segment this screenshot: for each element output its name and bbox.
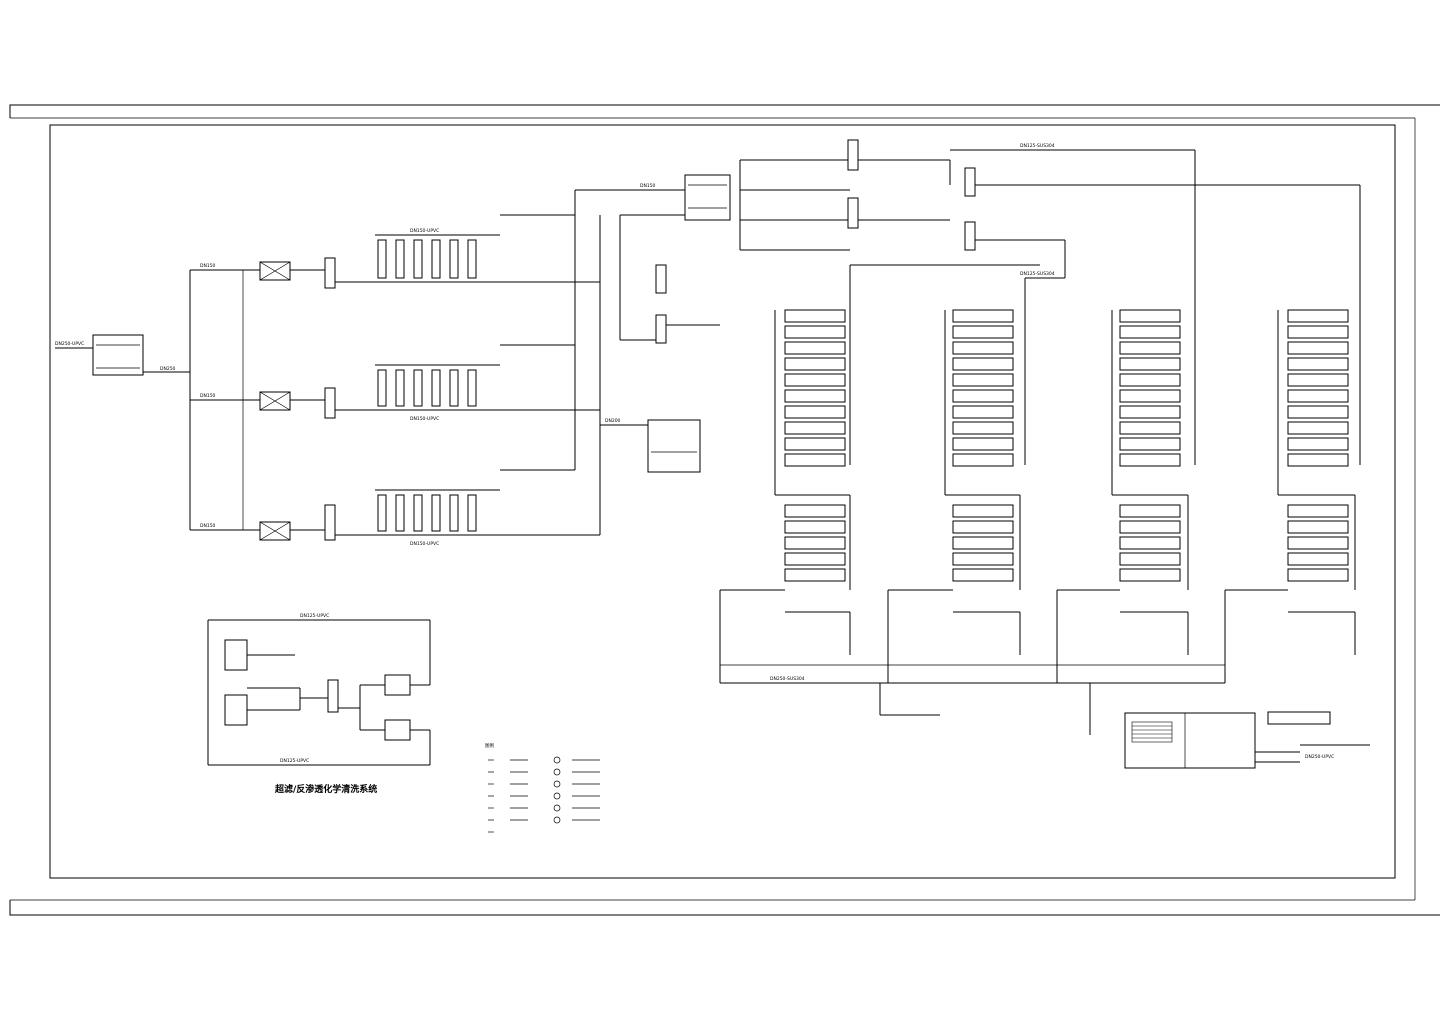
cip-bottom-label: DN125-UPVC [280,758,309,764]
cip-top-label: DN125-UPVC [300,613,329,619]
ro-supply-label: DN125-SUS304 [1020,143,1055,149]
uf1-header-label: DN150-UPVC [410,228,439,234]
product-pipe-label: DN250-UPVC [1305,754,1334,760]
uf3-header-label: DN150-UPVC [410,541,439,547]
drawing-frame [9,104,1440,916]
legend-heading: 图例 [485,742,494,749]
ro-collector-label: DN250-SUS304 [770,676,805,682]
uf-train-1: DN150-UPVC [259,214,600,289]
inlet-pipe-label: DN250-UPVC [55,341,84,347]
ro-return-label: DN125-SUS304 [1020,271,1055,277]
uf-product-collector: DN150 DN200 [574,174,731,535]
symbol-legend: 图例 [485,742,600,833]
ro-rack-1 [719,300,851,683]
ro-feed-section: DN125-SUS304 DN125-SUS304 [739,139,1361,300]
uf2-header-label: DN150-UPVC [410,416,439,422]
uf-train-3: DN150-UPVC [259,469,600,547]
ro-rack-3 [1056,300,1196,683]
uf-feed-manifold: DN150 DN150 DN150 [189,263,260,531]
uf-train-2: DN150-UPVC [259,344,600,422]
branch-c-label: DN150 [200,523,216,529]
feed-main-label: DN250 [160,366,176,372]
cip-cleaning-system: DN125-UPVC DN125-UPVC 超滤/反渗透化学清洗系统 [207,613,431,795]
branch-a-label: DN150 [200,263,216,269]
ro-rack-4 [1224,300,1361,683]
raw-water-tank: DN250-UPVC DN250 [55,334,190,376]
ro-rack-2 [887,300,1026,683]
uf-outlet-label: DN150 [640,183,656,189]
drawing-title: 超滤/反渗透化学清洗系统 [274,783,377,795]
ro-product-collector: DN250-SUS304 DN250-UPVC [720,664,1370,769]
waste-pipe-label: DN200 [605,418,621,424]
branch-b-label: DN150 [200,393,216,399]
